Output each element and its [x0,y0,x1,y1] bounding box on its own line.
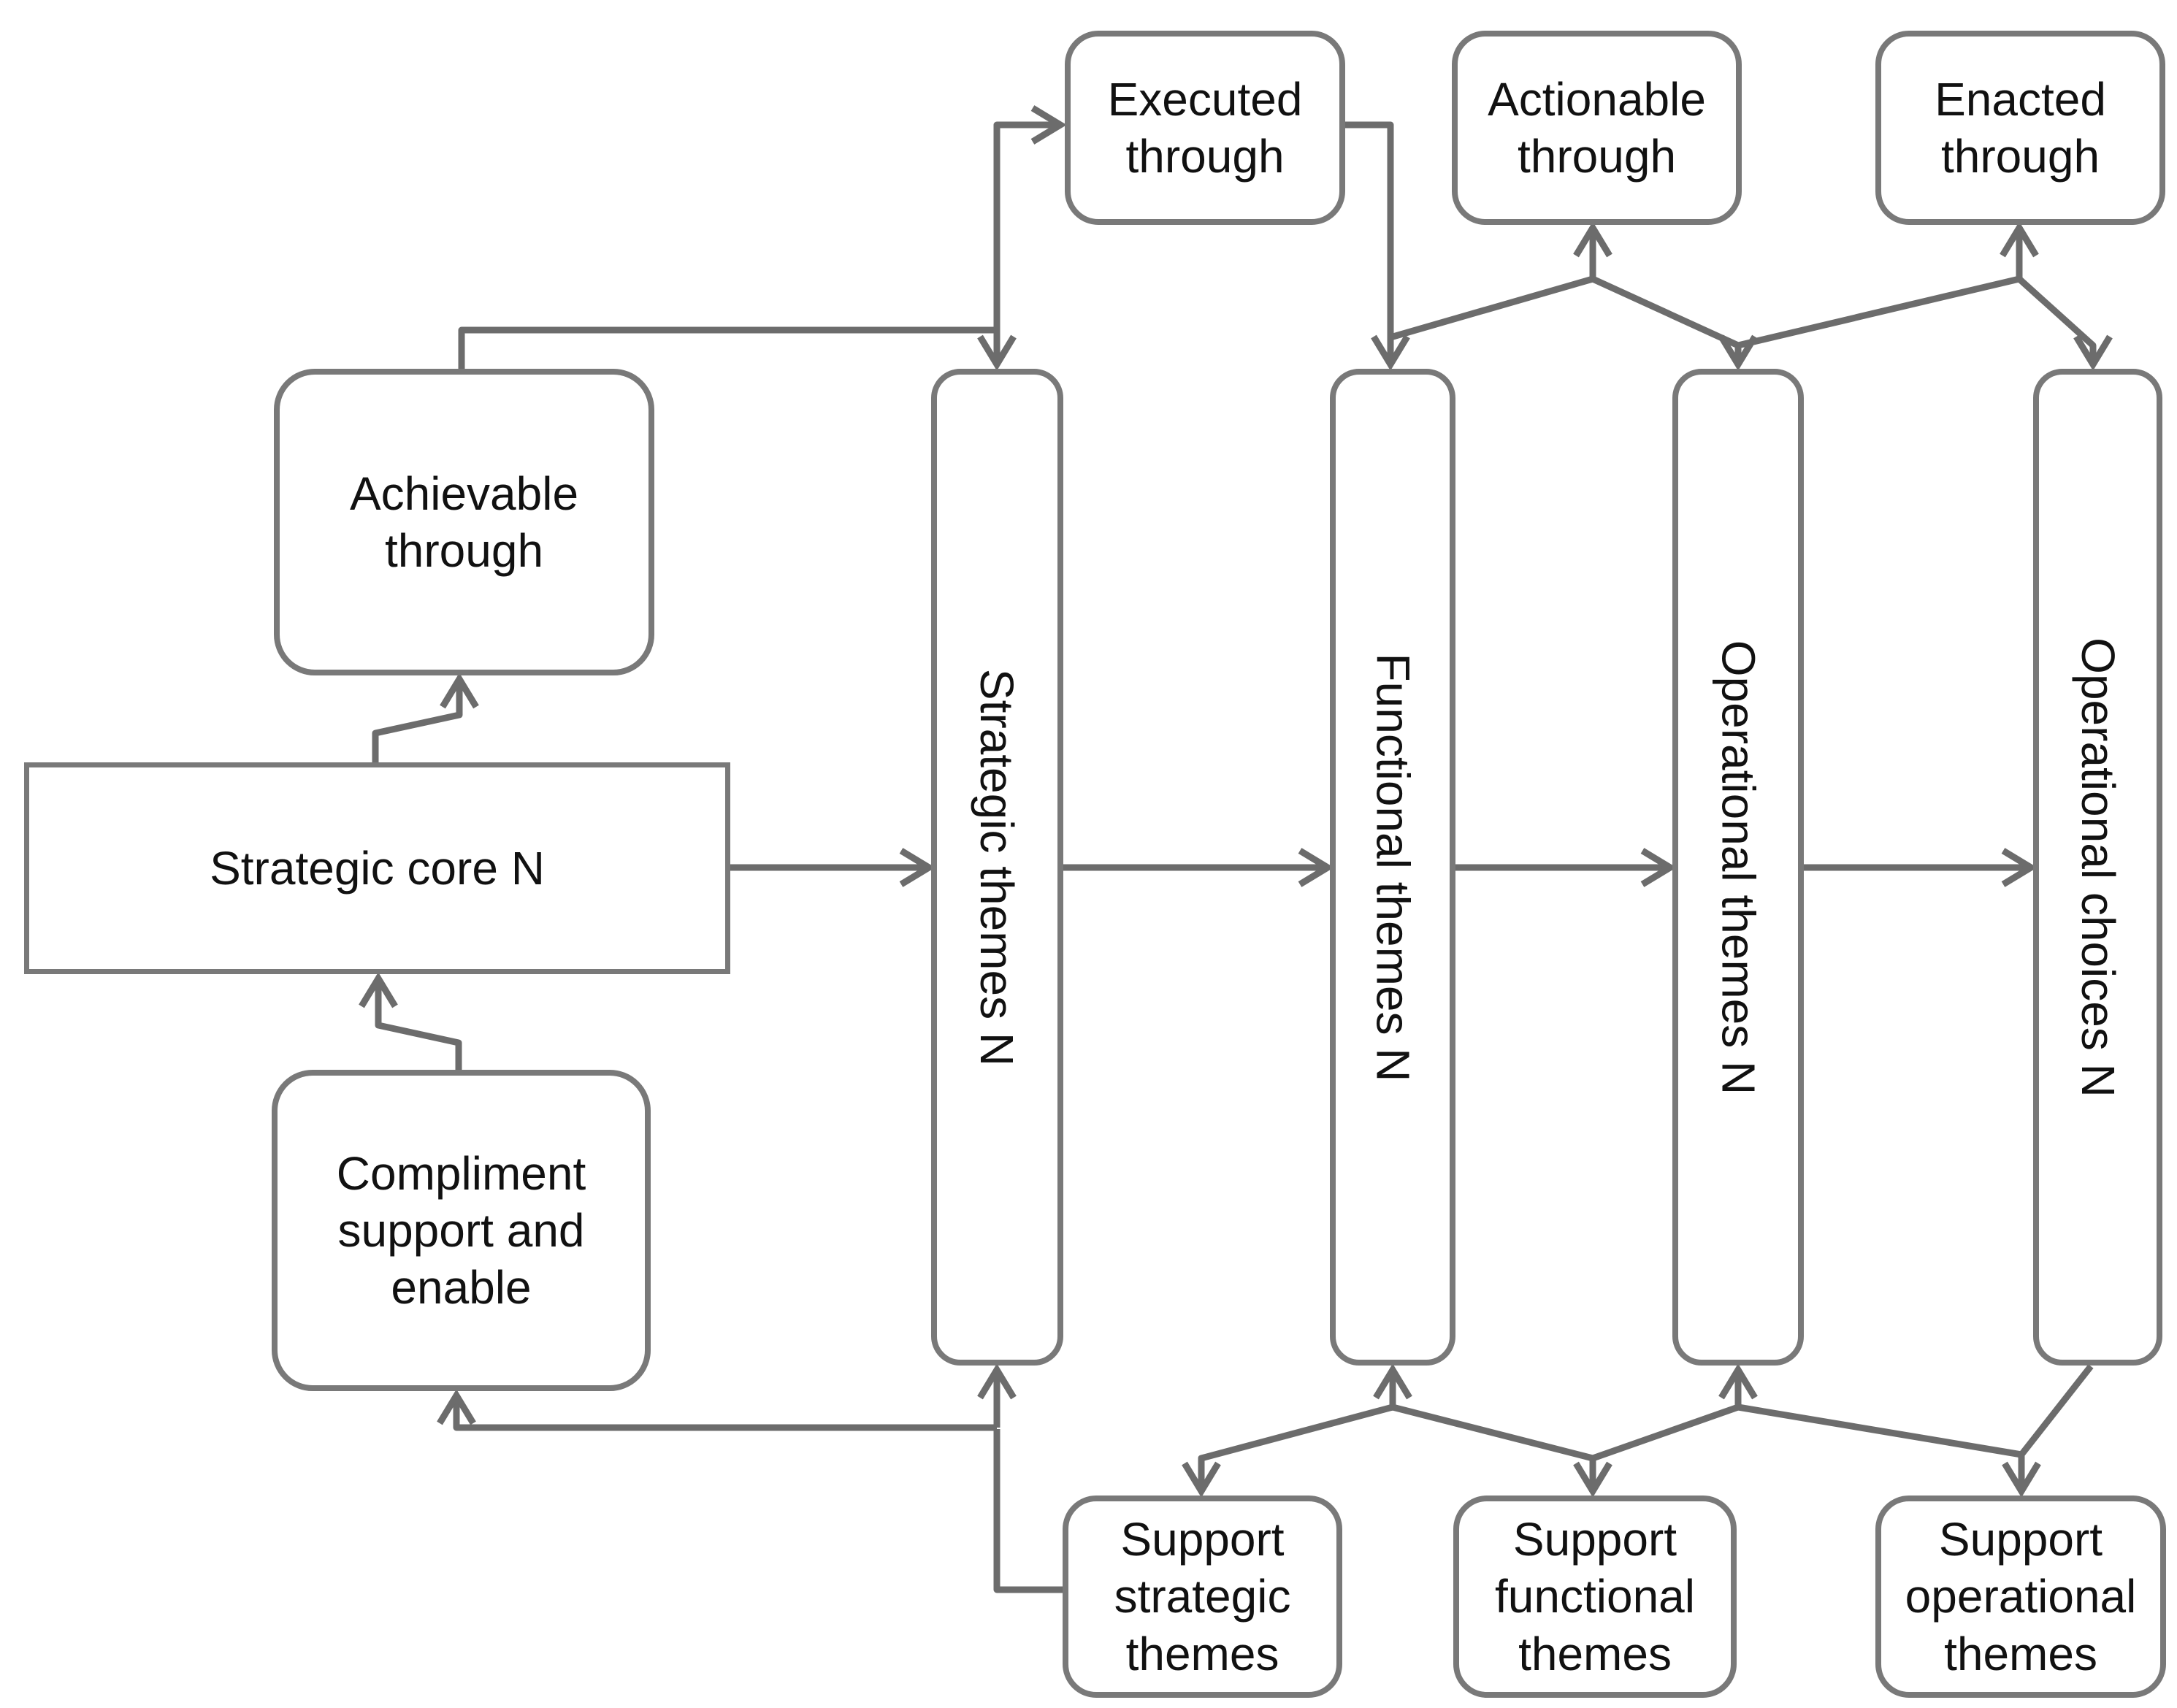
edge-enacted-to-operational-choices-top [2016,276,2113,371]
edge-actionable-to-operational-themes-top [1591,275,1758,371]
edge-runner-to-executed [993,105,1067,330]
node-achievable-through: Achievable through [274,369,654,675]
node-compliment-support-enable: Compliment support and enable [272,1070,651,1391]
node-achievable-through-label: Achievable through [349,467,579,577]
node-executed-through-label: Executed through [1107,72,1303,183]
node-support-strategic-themes-label: Support strategic themes [1114,1513,1291,1680]
node-strategic-themes: Strategic themes N [931,369,1063,1366]
node-functional-themes: Functional themes N [1330,369,1455,1366]
edge-operational-themes-to-enacted [1737,221,2039,349]
edge-executed-to-functional-top [1345,121,1410,371]
edge-operational-choices-to-support-operational [2002,1364,2094,1498]
node-support-functional-themes-label: Support functional themes [1495,1513,1695,1680]
node-operational-choices: Operational choices N [2033,369,2162,1366]
node-support-operational-themes-label: Support operational themes [1905,1513,2137,1680]
node-strategic-themes-label: Strategic themes N [971,668,1024,1066]
edge-achievable-runner [458,326,997,369]
edge-compliment-to-core [359,972,462,1070]
edge-operational-themes-to-support-operational-leg [1737,1403,2022,1458]
node-strategic-core-label: Strategic core N [210,841,545,895]
node-enacted-through: Enacted through [1875,31,2165,225]
node-enacted-through-label: Enacted through [1935,72,2106,183]
node-support-operational-themes: Support operational themes [1875,1496,2166,1698]
edge-core-to-achievable [372,673,479,762]
edge-operational-themes-to-support-functional-leg [1591,1403,1740,1462]
node-strategic-core: Strategic core N [24,762,730,974]
node-compliment-support-enable-label: Compliment support and enable [336,1146,586,1314]
node-actionable-through: Actionable through [1452,31,1742,225]
node-support-functional-themes: Support functional themes [1453,1496,1737,1698]
node-operational-themes-label: Operational themes N [1712,640,1764,1095]
edge-functional-to-actionable [1389,221,1612,341]
node-operational-choices-label: Operational choices N [2071,637,2124,1098]
node-actionable-through-label: Actionable through [1488,72,1706,183]
node-operational-themes: Operational themes N [1672,369,1804,1366]
edge-support-strategic-runner [993,1429,1063,1593]
edge-functional-to-support-strategic [1182,1403,1394,1498]
edge-runner-to-compliment-bottom [437,1389,997,1431]
node-functional-themes-label: Functional themes N [1366,653,1419,1081]
node-executed-through: Executed through [1065,31,1345,225]
edge-functional-to-support-functional [1391,1403,1612,1498]
node-support-strategic-themes: Support strategic themes [1063,1496,1342,1698]
